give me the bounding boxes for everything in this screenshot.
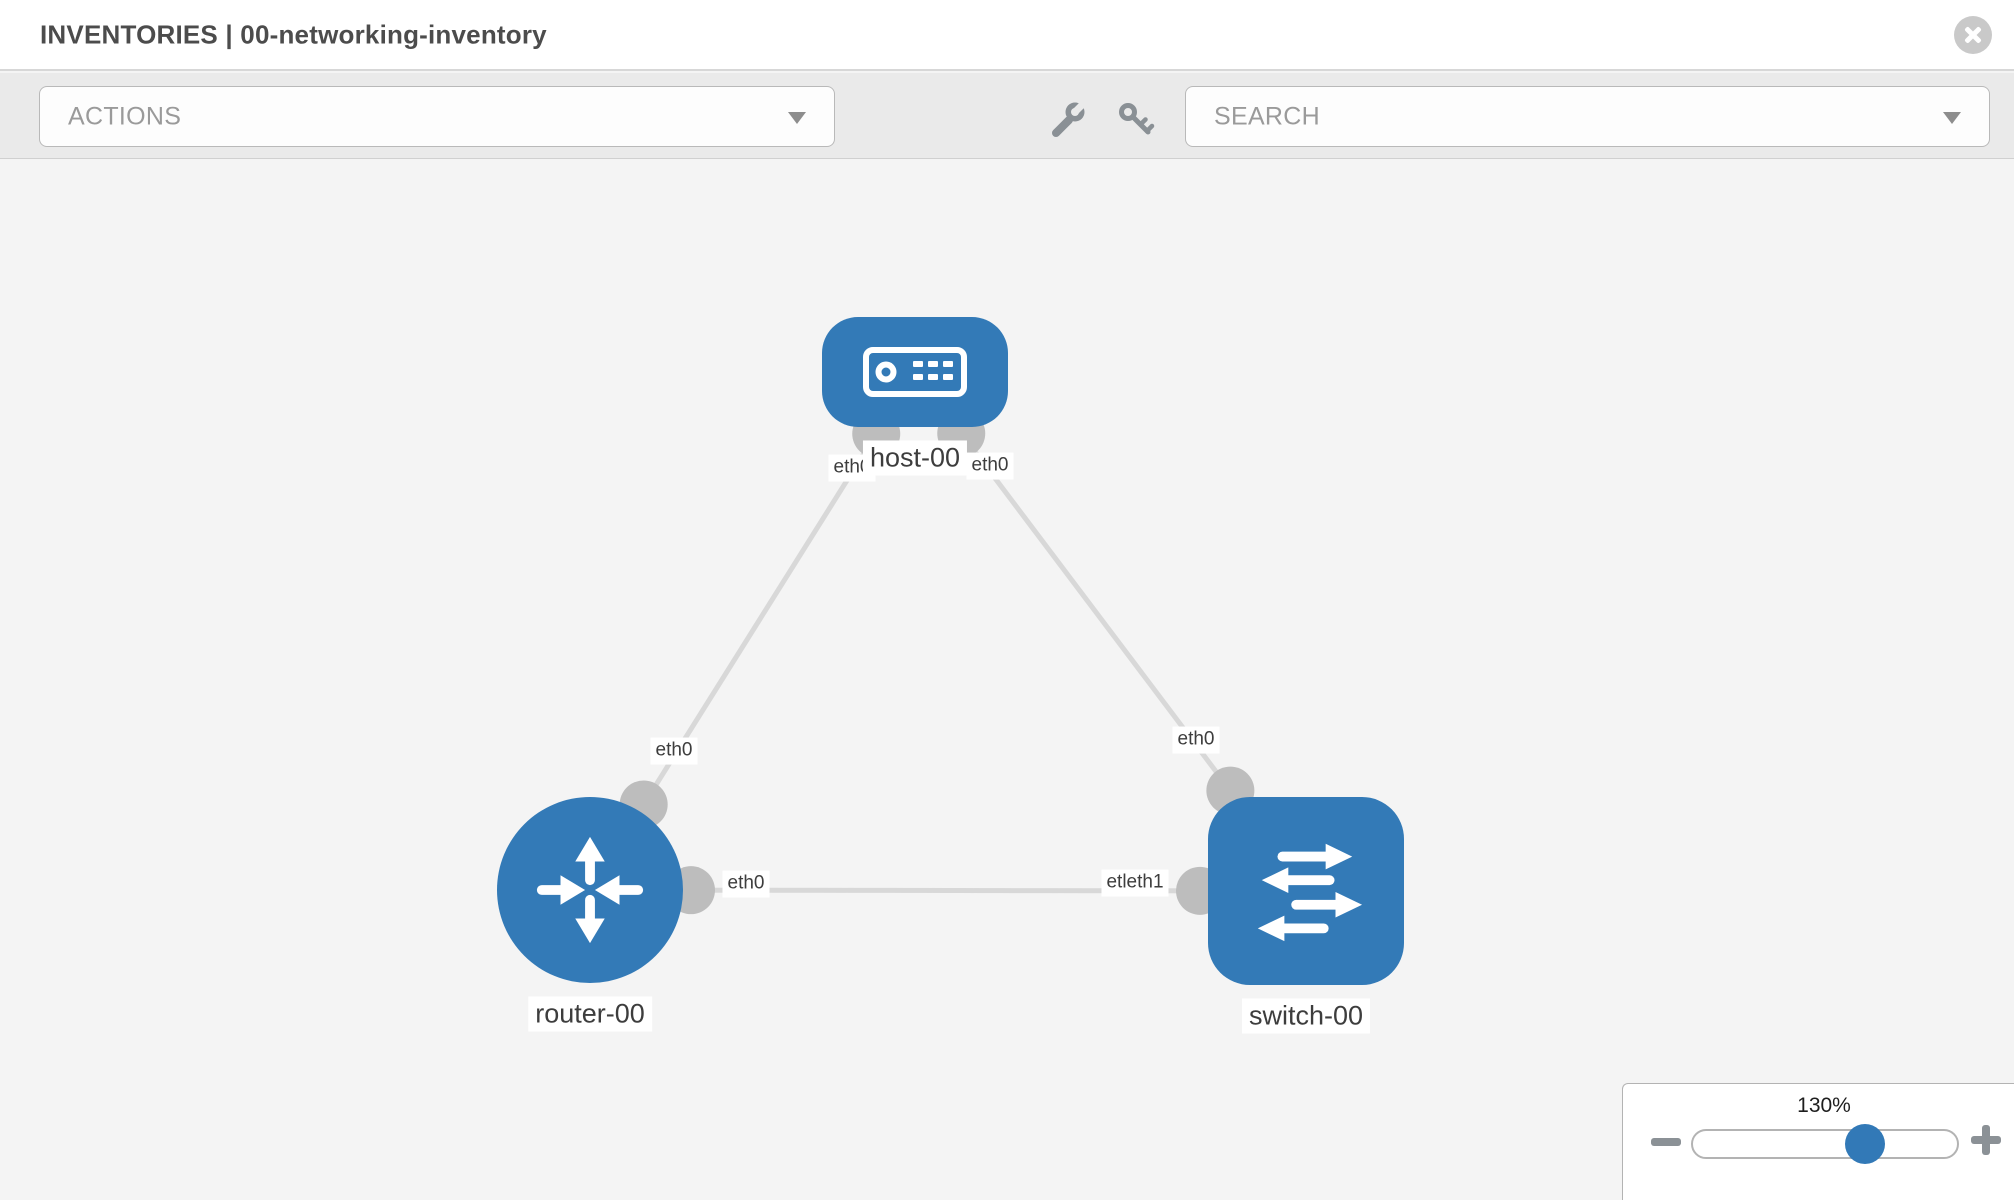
actions-select[interactable]: ACTIONS bbox=[39, 86, 835, 147]
search-select-label: SEARCH bbox=[1214, 102, 1320, 130]
node-router-00[interactable] bbox=[497, 797, 683, 983]
zoom-in-button[interactable] bbox=[1971, 1125, 2001, 1155]
close-icon[interactable] bbox=[1954, 16, 1992, 54]
node-label: switch-00 bbox=[1241, 998, 1371, 1034]
interface-label: eth0 bbox=[650, 737, 698, 765]
window-header: INVENTORIES | 00-networking-inventory bbox=[0, 0, 2014, 71]
toolbar: ACTIONS SEARCH bbox=[0, 73, 2014, 159]
zoom-level-value: 130% bbox=[1797, 1094, 1851, 1117]
interface-label: etleth1 bbox=[1101, 869, 1169, 897]
zoom-panel: 130% bbox=[1622, 1083, 2014, 1200]
node-switch-00[interactable] bbox=[1208, 797, 1404, 985]
interface-label: eth0 bbox=[966, 452, 1014, 480]
node-host-00[interactable] bbox=[822, 317, 1008, 427]
zoom-slider-thumb[interactable] bbox=[1844, 1124, 1885, 1164]
page-title: INVENTORIES | 00-networking-inventory bbox=[40, 19, 547, 49]
key-icon[interactable] bbox=[1116, 100, 1156, 140]
node-label: router-00 bbox=[528, 996, 652, 1032]
chevron-down-icon bbox=[1943, 111, 1961, 124]
search-select[interactable]: SEARCH bbox=[1185, 86, 1990, 147]
interface-label: eth0 bbox=[722, 870, 770, 898]
topology-canvas[interactable] bbox=[0, 160, 2014, 1200]
chevron-down-icon bbox=[788, 111, 806, 124]
wrench-icon[interactable] bbox=[1048, 96, 1091, 140]
actions-select-label: ACTIONS bbox=[68, 102, 182, 130]
zoom-out-button[interactable] bbox=[1651, 1138, 1681, 1146]
interface-label: eth0 bbox=[1172, 726, 1220, 754]
node-label: host-00 bbox=[862, 440, 968, 476]
zoom-slider-track[interactable] bbox=[1691, 1124, 1959, 1164]
plus-icon bbox=[1982, 1125, 1990, 1155]
